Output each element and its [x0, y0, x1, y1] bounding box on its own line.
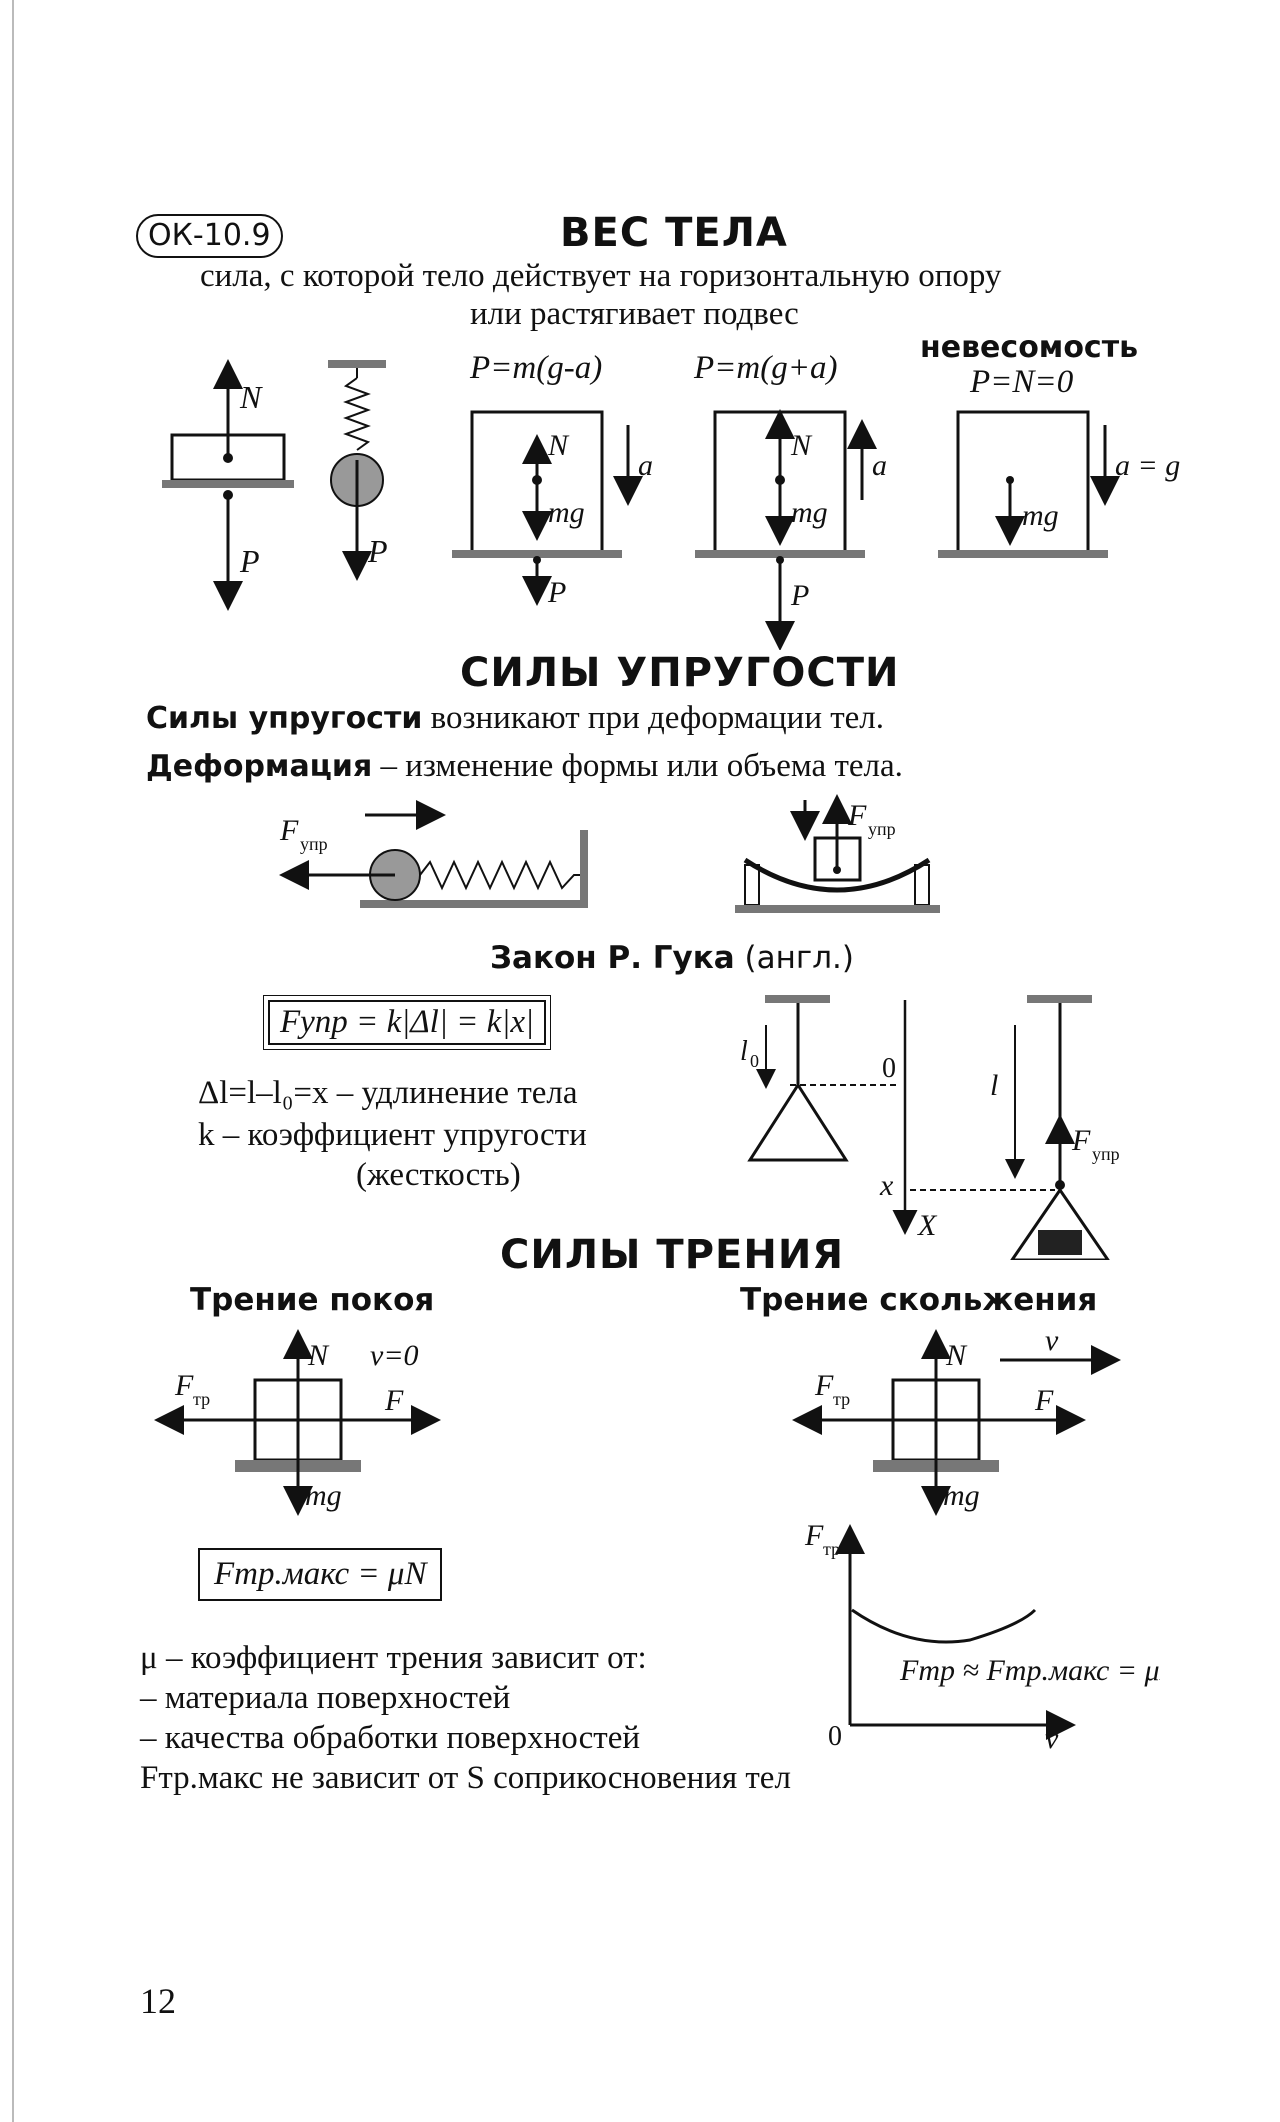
svg-text:P: P — [367, 533, 388, 569]
svg-text:N: N — [307, 1339, 330, 1372]
svg-text:mg: mg — [305, 1479, 342, 1512]
elastic-line1: Силы упругости возникают при деформации … — [146, 700, 884, 737]
svg-text:0: 0 — [882, 1053, 896, 1084]
friction-dep-material: – материала поверхностей — [140, 1680, 511, 1716]
label-P: P — [239, 543, 260, 579]
weightless-label: невесомость — [920, 330, 1139, 365]
hooke-diagram: l 0 0 x X l F упр — [740, 995, 1120, 1260]
svg-text:mg: mg — [1022, 499, 1059, 532]
elastic-line2: Деформация – изменение формы или объема … — [146, 748, 903, 785]
hooke-title: Закон Р. Гука (англ.) — [490, 940, 854, 977]
friction-graph: F тр 0 v Fтр ≈ Fтр.макс = μN — [804, 1519, 1160, 1750]
elastic-line1-rest: возникают при деформации тел. — [422, 700, 885, 736]
svg-text:упр: упр — [868, 819, 896, 839]
svg-text:тр: тр — [833, 1389, 850, 1409]
svg-text:F: F — [847, 799, 867, 832]
svg-text:F: F — [174, 1369, 194, 1402]
svg-text:v: v — [1045, 1722, 1059, 1750]
svg-text:P: P — [790, 579, 809, 612]
formula-weight-decel: P=m(g-a) — [470, 350, 603, 386]
svg-text:F: F — [1071, 1124, 1091, 1157]
svg-text:N: N — [945, 1339, 968, 1372]
static-friction-title: Трение покоя — [190, 1282, 435, 1318]
svg-text:a: a — [872, 449, 887, 482]
hooke-formula: Fупр = k|Δl| = k|x| — [262, 995, 552, 1050]
svg-text:тр: тр — [823, 1539, 840, 1559]
friction-dep-processing: – качества обработки поверхностей — [140, 1720, 640, 1756]
weight-definition-line2: или растягивает подвес — [470, 296, 799, 332]
friction-mu-line: μ – коэффициент трения зависит от: — [140, 1640, 647, 1676]
svg-text:упр: упр — [300, 834, 328, 854]
hooke-def-stiffness-note: (жесткость) — [356, 1157, 521, 1193]
elastic-line1-bold: Силы упругости — [146, 701, 423, 736]
friction-independence: Fтр.макс не зависит от S соприкосновения… — [140, 1760, 791, 1796]
friction-graph-formula: Fтр ≈ Fтр.макс = μN — [899, 1654, 1160, 1687]
svg-text:a: a — [638, 449, 653, 482]
sliding-friction-title: Трение скольжения — [740, 1282, 1098, 1318]
formula-weight-accel: P=m(g+a) — [694, 350, 838, 386]
svg-text:X: X — [917, 1209, 938, 1242]
svg-text:тр: тр — [193, 1389, 210, 1409]
svg-text:l: l — [990, 1069, 998, 1102]
svg-text:F: F — [279, 814, 299, 847]
svg-text:F: F — [814, 1369, 834, 1402]
svg-text:mg: mg — [548, 496, 585, 529]
card-badge: ОК-10.9 — [136, 214, 283, 258]
svg-text:N: N — [790, 429, 813, 462]
svg-text:mg: mg — [791, 496, 828, 529]
svg-text:F: F — [384, 1384, 404, 1417]
svg-text:0: 0 — [828, 1721, 842, 1750]
hooke-title-bold: Закон Р. Гука — [490, 940, 735, 976]
page-margin-line — [12, 0, 14, 2122]
section-title-weight: ВЕС ТЕЛА — [560, 210, 788, 256]
svg-text:N: N — [547, 429, 570, 462]
hooke-title-rest: (англ.) — [734, 940, 854, 976]
svg-text:F: F — [804, 1519, 824, 1552]
label-a-equals-g: a = g — [1115, 449, 1180, 482]
elastic-line2-rest: – изменение формы или объема тела. — [372, 748, 903, 784]
elastic-diagrams: F упр F упр — [279, 794, 940, 913]
weightless-formula: P=N=0 — [970, 364, 1074, 400]
section-title-friction: СИЛЫ ТРЕНИЯ — [500, 1232, 845, 1278]
hooke-def-elongation: Δl=l–l₀=x – удлинение тела — [198, 1075, 578, 1111]
svg-text:l: l — [740, 1036, 748, 1067]
label-v-zero: v=0 — [370, 1339, 419, 1372]
svg-text:F: F — [1034, 1384, 1054, 1417]
friction-diagrams: N v=0 F F тр mg N v F F тр mg — [154, 1324, 1121, 1516]
svg-text:mg: mg — [943, 1479, 980, 1512]
weight-definition-line1: сила, с которой тело действует на горизо… — [200, 258, 1002, 294]
section-title-elastic: СИЛЫ УПРУГОСТИ — [460, 650, 900, 696]
svg-text:x: x — [879, 1169, 894, 1202]
svg-text:0: 0 — [750, 1051, 759, 1071]
label-N: N — [239, 379, 263, 415]
weight-diagrams: N P P N mg a P N mg a P mg a = g — [162, 359, 1180, 650]
page-number: 12 — [140, 1981, 176, 2021]
hooke-def-stiffness: k – коэффициент упругости — [198, 1117, 587, 1153]
elastic-line2-bold: Деформация — [146, 749, 373, 784]
svg-text:упр: упр — [1092, 1144, 1120, 1164]
svg-text:v: v — [1045, 1324, 1059, 1357]
svg-text:P: P — [547, 576, 566, 609]
friction-max-formula: Fтр.макс = μN — [198, 1548, 443, 1601]
